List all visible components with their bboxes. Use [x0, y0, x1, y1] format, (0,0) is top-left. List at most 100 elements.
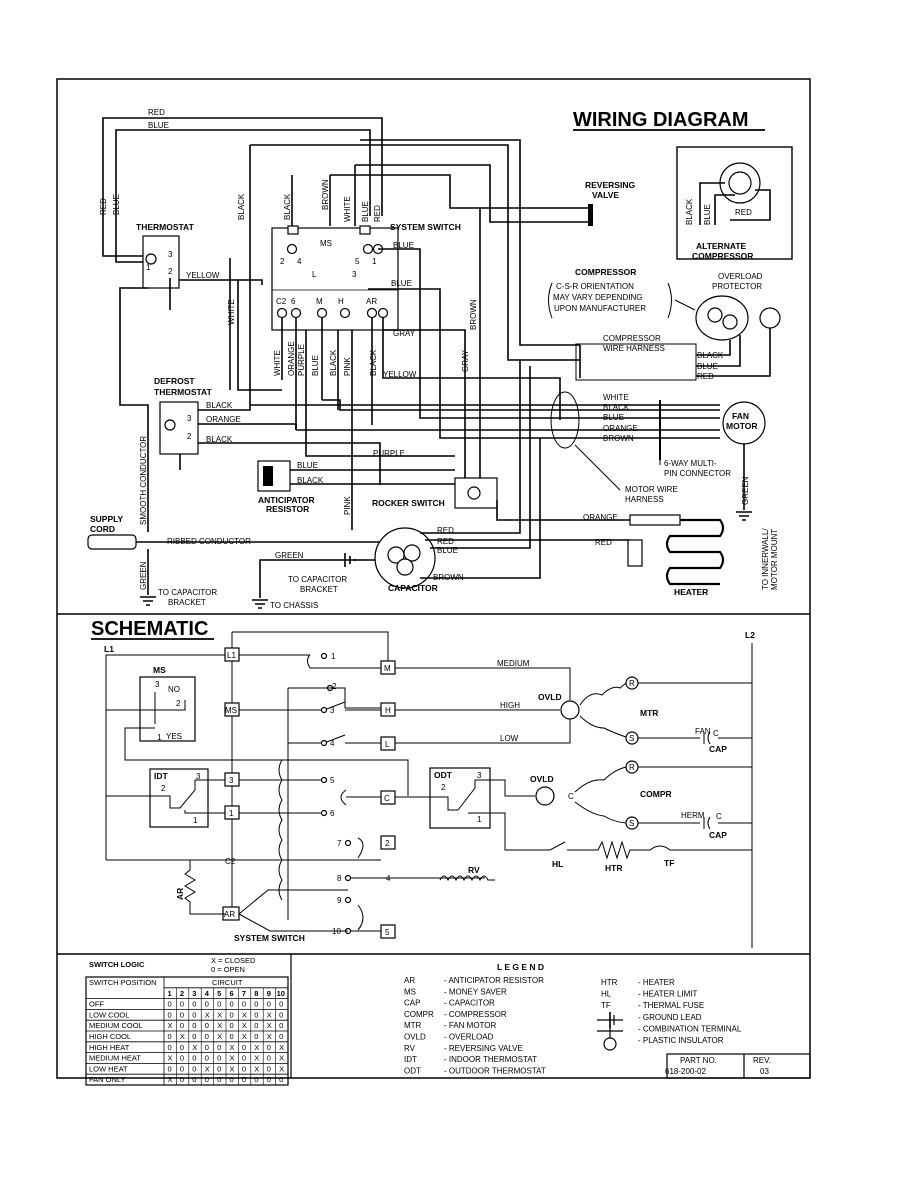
mtr-s-label: S — [629, 734, 634, 743]
defrost-term-3: 3 — [187, 414, 192, 423]
cir-6: 6 — [330, 809, 335, 818]
thermo-term-3: 3 — [168, 250, 173, 259]
legend-abbr: IDT — [404, 1055, 417, 1064]
rv-wire-a — [330, 174, 590, 209]
cir-2: 2 — [332, 682, 337, 691]
legend-abbr: OVLD — [404, 1033, 426, 1042]
circuit-state: 0 — [192, 1054, 196, 1063]
circuit-state: 0 — [217, 1064, 221, 1073]
legend-desc: - HEATER LIMIT — [638, 990, 698, 999]
circuit-header: CIRCUIT — [212, 978, 243, 987]
legend-abbr: TF — [601, 1001, 611, 1010]
motor-harness-lead — [574, 444, 621, 491]
ar-sch-label: AR — [175, 888, 185, 900]
circuit-state: 0 — [192, 1075, 196, 1084]
circuit-state: X — [267, 1010, 272, 1019]
compr-r-label: R — [629, 763, 635, 772]
label-blue: BLUE — [148, 121, 169, 130]
cir-5: 5 — [330, 776, 335, 785]
circuit-state: 0 — [242, 1075, 246, 1084]
ms-switch — [106, 692, 186, 724]
label-red-2: RED — [373, 205, 382, 222]
fan-cap-label: CAP — [709, 744, 727, 754]
switch-logic-key-2: 0 = OPEN — [211, 965, 245, 974]
blue-wire-4 — [368, 288, 441, 415]
label-orange-heater: ORANGE — [583, 513, 618, 522]
circuit-state: X — [279, 1064, 284, 1073]
legend-desc: - OUTDOOR THERMOSTAT — [444, 1066, 546, 1075]
switch-position-name: HIGH HEAT — [89, 1043, 130, 1052]
switch-position-name: FAN ONLY — [89, 1075, 126, 1084]
sch-term-ms: MS — [225, 706, 237, 715]
circuit-number: 4 — [205, 989, 210, 998]
blue-wire-3 — [378, 248, 421, 400]
label-brown-cap: BROWN — [433, 573, 464, 582]
harness-blue-out — [696, 335, 741, 367]
circuit-state: 0 — [192, 1000, 196, 1009]
overload-l1: OVERLOAD — [718, 272, 763, 281]
switch-logic-key-1: X = CLOSED — [211, 956, 256, 965]
label-black-h: BLACK — [603, 403, 630, 412]
connector-l2: PIN CONNECTOR — [664, 469, 731, 478]
label-pink: PINK — [343, 357, 352, 376]
circuit-state: X — [205, 1064, 210, 1073]
circuit-state: 0 — [192, 1032, 196, 1041]
purple-wire — [305, 330, 455, 457]
cir-10: 10 — [332, 927, 341, 936]
legend-desc: - GROUND LEAD — [638, 1013, 702, 1022]
label-black-4: BLACK — [369, 349, 378, 376]
circuit-state: X — [242, 1021, 247, 1030]
high-label: HIGH — [500, 701, 520, 710]
rv-wire-b — [355, 164, 590, 223]
label-black-2: BLACK — [283, 193, 292, 220]
legend-desc: - OVERLOAD — [444, 1033, 494, 1042]
wiring-title: WIRING DIAGRAM — [573, 109, 749, 131]
harness-bundle-ring — [550, 391, 580, 449]
idt-switch — [106, 779, 225, 814]
l2-label: L2 — [745, 630, 755, 640]
sch-term-h: H — [385, 706, 391, 715]
alternate-compressor-box — [676, 146, 793, 260]
legend-abbr: ODT — [404, 1066, 421, 1075]
yellow-wire — [179, 279, 282, 391]
compr-c: C — [568, 792, 574, 801]
odt-term-2: 2 — [441, 783, 446, 792]
cap-brown — [420, 438, 541, 579]
yellow-stub — [238, 279, 263, 285]
term-2: 2 — [280, 257, 285, 266]
circuit-state: X — [254, 1043, 259, 1052]
compressor-label: COMPRESSOR — [575, 267, 636, 277]
circuit-state: 0 — [279, 1010, 283, 1019]
term-c2: C2 — [276, 297, 287, 306]
label-black-c: BLACK — [697, 351, 724, 360]
circuit-state: 0 — [242, 1064, 246, 1073]
legend-abbr: HL — [601, 990, 612, 999]
circuit-state: 0 — [254, 1021, 258, 1030]
smooth-conductor-wire — [119, 287, 149, 532]
heater-terminal-top — [629, 514, 681, 526]
reversing-valve-plug — [588, 204, 593, 226]
mtr-ovld — [560, 700, 580, 720]
label-black-3: BLACK — [329, 349, 338, 376]
label-green-cord: GREEN — [139, 561, 148, 590]
switch-position-name: MEDIUM COOL — [89, 1021, 143, 1030]
circuit-state: X — [230, 1054, 235, 1063]
circuit-number: 2 — [180, 989, 184, 998]
circuit-state: 0 — [230, 1000, 234, 1009]
legend-abbr: RV — [404, 1044, 416, 1053]
term-m: M — [316, 297, 323, 306]
circuit-number: 8 — [254, 989, 258, 998]
circuit-state: X — [254, 1064, 259, 1073]
switch-position-name: MEDIUM HEAT — [89, 1054, 141, 1063]
schematic-title: SCHEMATIC — [91, 618, 208, 640]
blue-wire — [115, 129, 371, 263]
cir-9: 9 — [337, 896, 342, 905]
circuit-number: 5 — [217, 989, 221, 998]
mtr-windings — [579, 682, 627, 738]
circuit-number: 7 — [242, 989, 246, 998]
alt-blue — [714, 194, 735, 225]
label-blue-6: BLUE — [297, 461, 318, 470]
circuit-state: X — [168, 1021, 173, 1030]
circuit-state: 0 — [230, 1032, 234, 1041]
